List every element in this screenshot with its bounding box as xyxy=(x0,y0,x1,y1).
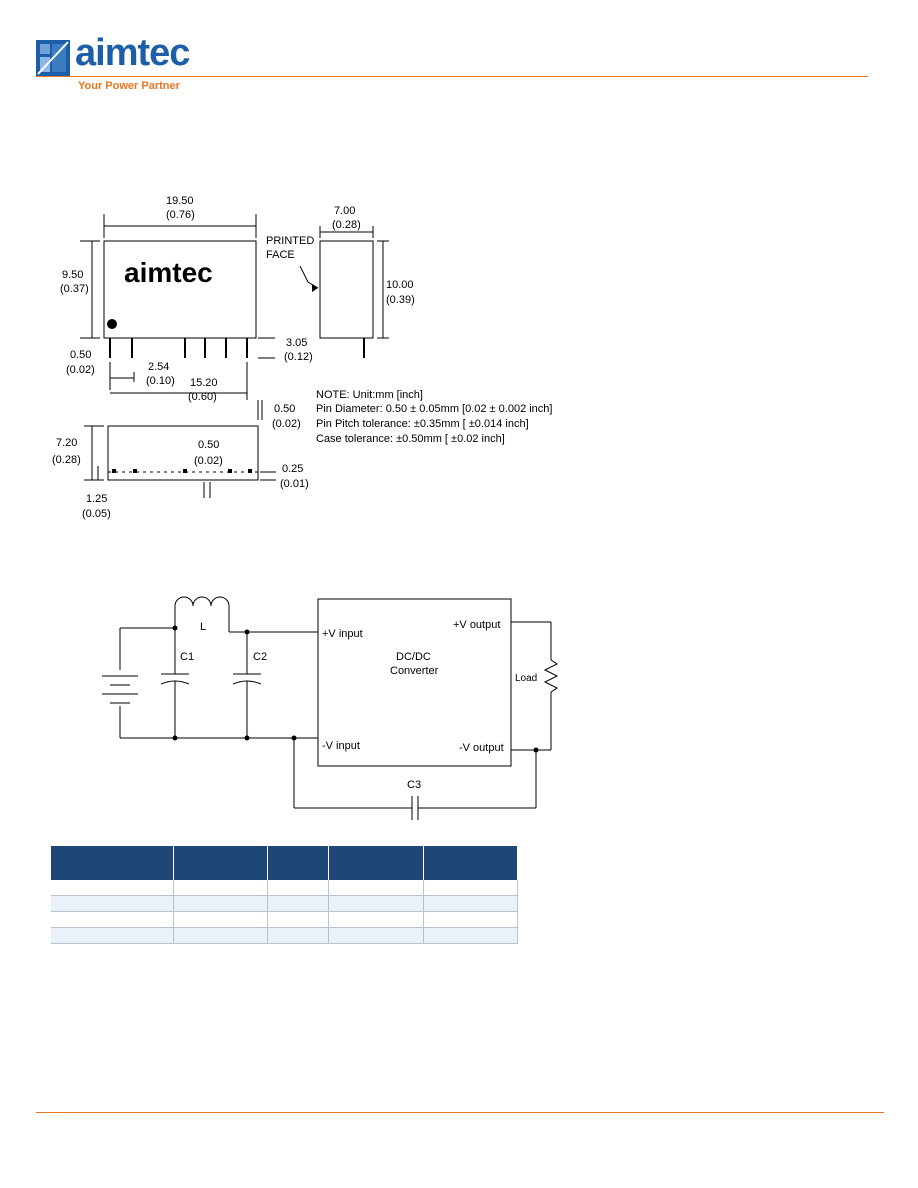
aimtec-logo: aimtec Your Power Partner xyxy=(36,32,206,94)
dim-standoff-in: (0.02) xyxy=(66,364,95,376)
dim-pitch-mm: 2.54 xyxy=(148,361,169,373)
table-cell xyxy=(267,911,329,928)
printed-face-label-2: FACE xyxy=(266,249,295,261)
dim-bottom-height-in: (0.28) xyxy=(52,454,81,466)
dimension-drawing: 19.50 (0.76) 9.50 (0.37) aimtec 0.50 (0.… xyxy=(52,195,552,520)
application-circuit: L C1 C2 +V input -V input +V output -V o… xyxy=(102,596,559,820)
vin-neg-label: -V input xyxy=(322,740,360,752)
dim-top-width-in: (0.76) xyxy=(166,209,195,221)
table-cell xyxy=(51,880,174,896)
dim-edge-offset-in: (0.05) xyxy=(82,508,111,520)
footer-rule xyxy=(36,1112,884,1113)
dim-span-in: (0.60) xyxy=(188,391,217,403)
header-rule xyxy=(36,76,868,77)
dim-pin-length-mm: 3.05 xyxy=(286,337,307,349)
table-cell xyxy=(423,880,518,896)
c3-label: C3 xyxy=(407,779,421,791)
table-cell xyxy=(328,895,424,912)
pin1-marker xyxy=(107,319,117,329)
dim-span-mm: 15.20 xyxy=(190,377,218,389)
dim-small-offset-in: (0.01) xyxy=(280,478,309,490)
dim-height-mm: 9.50 xyxy=(62,269,83,281)
vout-neg-label: -V output xyxy=(459,742,504,754)
table-cell xyxy=(328,927,424,944)
dim-small-offset-mm: 0.25 xyxy=(282,463,303,475)
table-header-cell xyxy=(51,846,174,880)
logo-mark-icon xyxy=(36,40,70,76)
table-cell xyxy=(173,927,268,944)
table-header-cell xyxy=(267,846,329,880)
note-line-3: Pin Pitch tolerance: ±0.35mm [ ±0.014 in… xyxy=(316,418,529,430)
dim-right-pin-mm: 0.50 xyxy=(274,403,295,415)
dim-edge-offset-mm: 1.25 xyxy=(86,493,107,505)
table-row xyxy=(51,911,518,928)
load-label: Load xyxy=(515,673,537,684)
table-cell xyxy=(267,927,329,944)
table-cell xyxy=(328,880,424,896)
dim-bottom-pin-in: (0.02) xyxy=(194,455,223,467)
vout-pos-label: +V output xyxy=(453,619,500,631)
dim-pitch-in: (0.10) xyxy=(146,375,175,387)
table-cell xyxy=(173,911,268,928)
table-cell xyxy=(423,927,518,944)
table-cell xyxy=(267,895,329,912)
spec-table xyxy=(51,846,518,944)
vin-pos-label: +V input xyxy=(322,628,363,640)
table-cell xyxy=(267,880,329,896)
note-line-4: Case tolerance: ±0.50mm [ ±0.02 inch] xyxy=(316,433,505,445)
logo-tagline: Your Power Partner xyxy=(78,80,180,92)
table-header-cell xyxy=(423,846,518,880)
table-cell xyxy=(328,911,424,928)
table-cell xyxy=(173,895,268,912)
converter-label-1: DC/DC xyxy=(396,651,431,663)
table-row xyxy=(51,927,518,944)
table-cell xyxy=(51,895,174,912)
converter-label-2: Converter xyxy=(390,665,439,677)
table-cell xyxy=(51,927,174,944)
table-row xyxy=(51,880,518,896)
dim-height-in: (0.37) xyxy=(60,283,89,295)
table-header-cell xyxy=(173,846,268,880)
table-cell xyxy=(423,895,518,912)
dim-bottom-pin-mm: 0.50 xyxy=(198,439,219,451)
body-logo: aimtec xyxy=(124,257,213,288)
table-row xyxy=(51,895,518,912)
c2-label: C2 xyxy=(253,651,267,663)
dim-side-height-mm: 10.00 xyxy=(386,279,414,291)
table-cell xyxy=(51,911,174,928)
printed-face-label-1: PRINTED xyxy=(266,235,314,247)
dim-standoff-mm: 0.50 xyxy=(70,349,91,361)
table-cell xyxy=(173,880,268,896)
dim-pin-length-in: (0.12) xyxy=(284,351,313,363)
dim-bottom-height-mm: 7.20 xyxy=(56,437,77,449)
dim-side-width-mm: 7.00 xyxy=(334,205,355,217)
dim-side-width-in: (0.28) xyxy=(332,219,361,231)
inductor-label: L xyxy=(200,621,206,633)
table-header-cell xyxy=(328,846,424,880)
table-cell xyxy=(423,911,518,928)
note-line-2: Pin Diameter: 0.50 ± 0.05mm [0.02 ± 0.00… xyxy=(316,403,552,415)
dim-top-width-mm: 19.50 xyxy=(166,195,194,207)
dim-right-pin-in: (0.02) xyxy=(272,418,301,430)
logo-wordmark: aimtec xyxy=(75,32,190,74)
table-header-row xyxy=(51,846,518,880)
note-line-1: NOTE: Unit:mm [inch] xyxy=(316,389,423,401)
dim-side-height-in: (0.39) xyxy=(386,294,415,306)
c1-label: C1 xyxy=(180,651,194,663)
